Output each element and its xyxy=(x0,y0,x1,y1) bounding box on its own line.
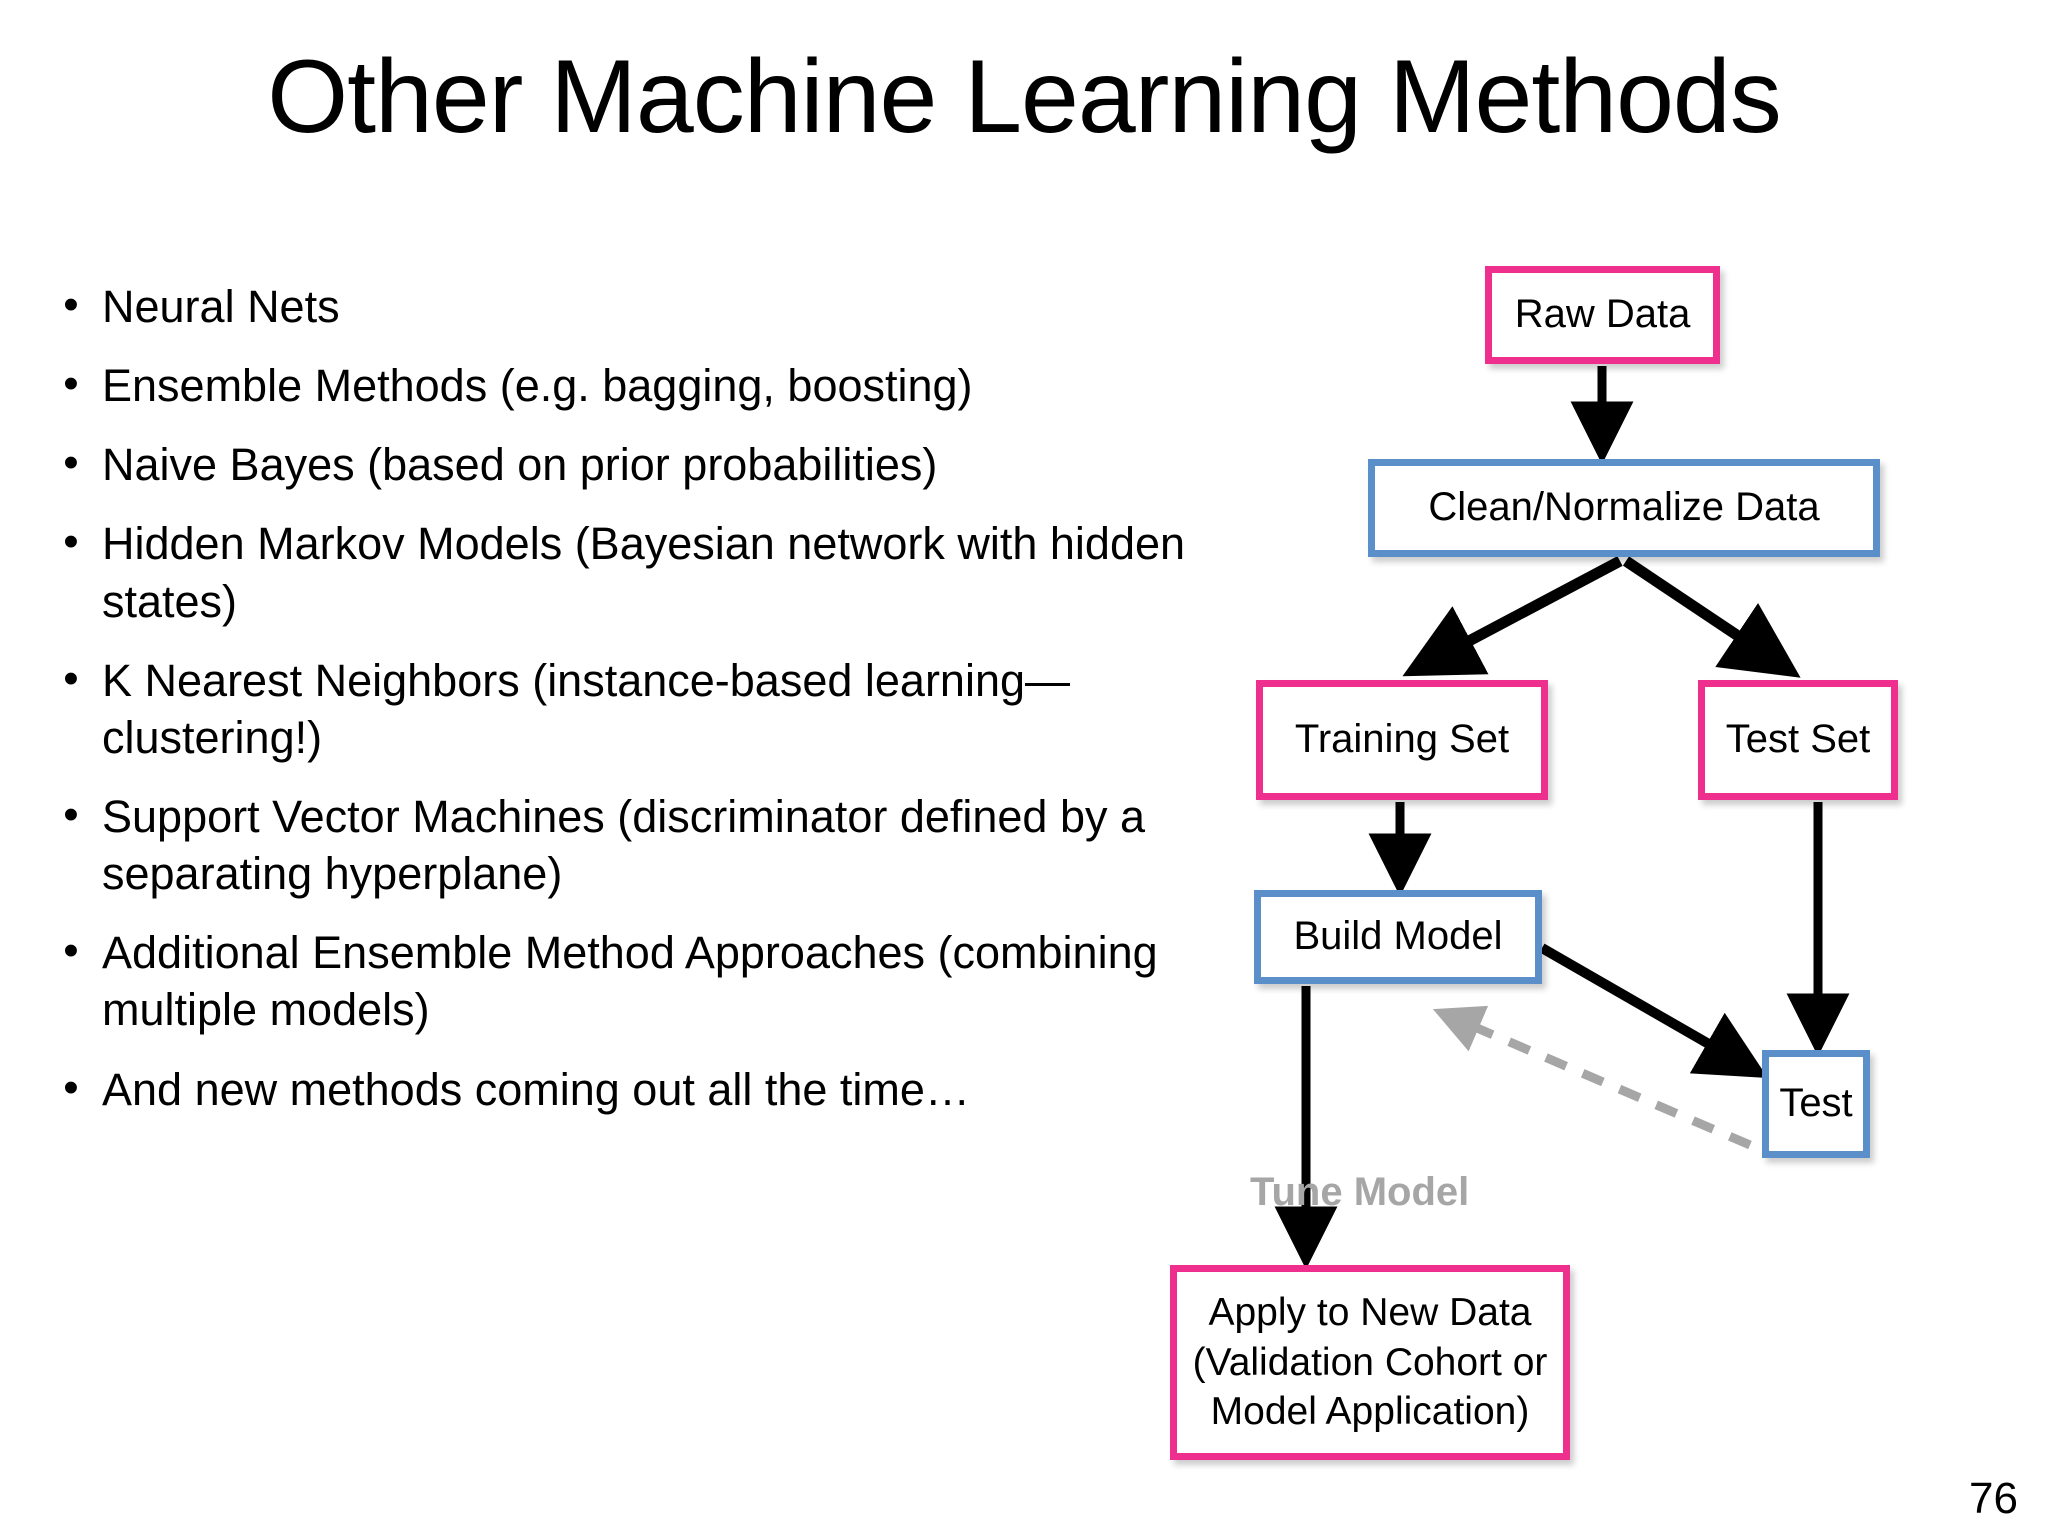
flow-node-raw-data[interactable]: Raw Data xyxy=(1485,266,1720,364)
list-item: • And new methods coming out all the tim… xyxy=(40,1061,1220,1118)
page-title: Other Machine Learning Methods xyxy=(267,39,1782,155)
flow-node-test-set[interactable]: Test Set xyxy=(1698,680,1898,800)
list-item: • Ensemble Methods (e.g. bagging, boosti… xyxy=(40,357,1220,414)
list-item-label: Naive Bayes (based on prior probabilitie… xyxy=(102,439,938,491)
list-item-label: K Nearest Neighbors (instance-based lear… xyxy=(102,654,1071,763)
flow-node-test[interactable]: Test xyxy=(1762,1050,1870,1158)
ml-workflow-diagram: Raw Data Clean/Normalize Data Training S… xyxy=(1060,170,2048,1500)
list-item: • Naive Bayes (based on prior probabilit… xyxy=(40,436,1220,493)
bullet-icon: • xyxy=(63,438,79,488)
bullet-icon: • xyxy=(63,517,79,567)
flow-node-clean-normalize-data[interactable]: Clean/Normalize Data xyxy=(1368,459,1880,557)
edge-build-model-to-test xyxy=(1539,943,1768,1078)
flow-node-apply-to-new-data[interactable]: Apply to New Data (Validation Cohort or … xyxy=(1170,1265,1570,1460)
flow-node-training-set[interactable]: Training Set xyxy=(1256,680,1548,800)
bullet-icon: • xyxy=(63,653,79,703)
edge-clean-to-test-set xyxy=(1622,556,1801,678)
bullet-icon: • xyxy=(63,359,79,409)
list-item-label: Hidden Markov Models (Bayesian network w… xyxy=(102,518,1186,627)
methods-bullet-list: • Neural Nets • Ensemble Methods (e.g. b… xyxy=(40,278,1220,1140)
edge-clean-to-training-set xyxy=(1402,556,1623,677)
flowchart-connectors xyxy=(1274,366,1850,1270)
bullet-icon: • xyxy=(63,926,79,976)
list-item: • Additional Ensemble Method Approaches … xyxy=(40,924,1220,1038)
list-item-label: Neural Nets xyxy=(102,281,340,332)
bullet-icon: • xyxy=(63,1062,79,1112)
list-item-label: Ensemble Methods (e.g. bagging, boosting… xyxy=(102,360,973,412)
edge-label-tune-model: Tune Model xyxy=(1250,1170,1470,1214)
list-item-label: Additional Ensemble Method Approaches (c… xyxy=(102,927,1158,1036)
list-item: • Hidden Markov Models (Bayesian network… xyxy=(40,515,1220,629)
bullet-icon: • xyxy=(63,789,79,839)
bullet-icon: • xyxy=(63,280,79,329)
flow-node-build-model[interactable]: Build Model xyxy=(1254,890,1542,984)
list-item: • Neural Nets xyxy=(40,278,1220,335)
page-number: 76 xyxy=(1969,1474,2018,1523)
list-item-label: Support Vector Machines (discriminator d… xyxy=(102,790,1146,900)
list-item: • Support Vector Machines (discriminator… xyxy=(40,788,1220,902)
edge-test-to-build-model-tune xyxy=(1432,1005,1752,1150)
list-item: • K Nearest Neighbors (instance-based le… xyxy=(40,652,1220,766)
list-item-label: And new methods coming out all the time… xyxy=(102,1063,970,1115)
